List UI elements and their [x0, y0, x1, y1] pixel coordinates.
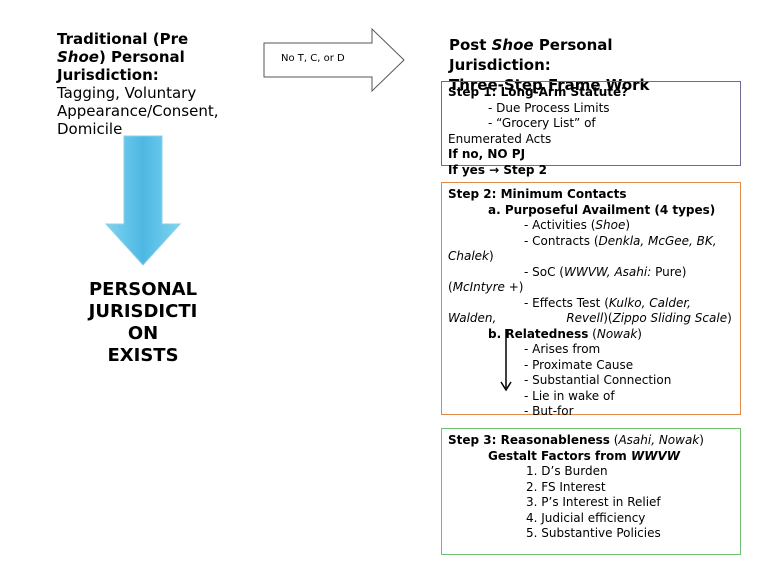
- relatedness-label: b. Relatedness: [488, 326, 589, 341]
- gestalt-factor-2: 2. FS Interest: [526, 479, 606, 494]
- step3-box: Step 3: Reasonableness (Asahi, Nowak) Ge…: [441, 428, 741, 555]
- gestalt-factor-4: 4. Judicial efficiency: [526, 510, 646, 525]
- step3-cases: Asahi, Nowak: [618, 433, 700, 447]
- gestalt-label: Gestalt Factors from: [488, 448, 631, 463]
- pj-exists-line-2: JURISDICTI: [88, 301, 198, 322]
- gestalt-case: WWVW: [630, 448, 680, 463]
- traditional-pj-block: Traditional (Pre Shoe) Personal Jurisdic…: [57, 30, 257, 138]
- step1-item-2: - “Grocery List” of: [488, 116, 596, 130]
- down-arrow-icon: [104, 135, 182, 266]
- relatedness-item-3: - Substantial Connection: [524, 373, 672, 387]
- arrow-label: No T, C, or D: [281, 53, 345, 64]
- soc-label: - SoC (: [524, 264, 564, 279]
- traditional-bases: Tagging, Voluntary Appearance/Consent, D…: [57, 84, 257, 138]
- traditional-bases-line-3: Domicile: [57, 120, 123, 138]
- post-shoe-title-shoe: Shoe: [491, 36, 534, 54]
- post-shoe-title-line-2: Jurisdiction:: [449, 56, 551, 74]
- contracts-case-cont: Chalek: [448, 249, 490, 263]
- effects-case-revell: Revell: [566, 311, 604, 325]
- step2-effects: - Effects Test (Kulko, Calder,: [448, 296, 734, 312]
- relatedness-item-1: - Arises from: [524, 342, 601, 356]
- step2-heading: Step 2: Minimum Contacts: [448, 187, 627, 201]
- traditional-bases-line-1: Tagging, Voluntary: [57, 84, 197, 102]
- step1-if-no: If no, NO PJ: [448, 147, 526, 161]
- post-shoe-title: Post Shoe Personal Jurisdiction: Three-S…: [449, 35, 709, 95]
- relatedness-item-5: - But-for: [524, 404, 574, 418]
- step1-if-yes: If yes → Step 2: [448, 162, 548, 177]
- step1-item-1: - Due Process Limits: [488, 100, 610, 115]
- step1-box: Step 1: Long-Arm Statute? - Due Process …: [441, 81, 741, 177]
- post-shoe-title-line-3: Three-Step Frame Work: [449, 76, 650, 94]
- step2-contracts-cont: Chalek): [448, 249, 494, 263]
- soc-rest: Pure): [651, 264, 687, 279]
- step2-effects-cont: Walden,Revell)(Zippo Sliding Scale): [448, 311, 732, 325]
- pj-exists-line-1: PERSONAL: [88, 279, 198, 300]
- relatedness-item-2: - Proximate Cause: [524, 357, 634, 372]
- left-title-line-2: Shoe) Personal: [57, 48, 257, 66]
- effects-zippo: Zippo Sliding Scale: [612, 311, 728, 325]
- left-title-line-2-rest: ) Personal: [98, 48, 185, 66]
- post-shoe-title-post: Personal: [533, 36, 613, 54]
- step3-heading: Step 3: Reasonableness (Asahi, Nowak): [448, 433, 704, 447]
- pj-exists-result: PERSONAL JURISDICTI ON EXISTS: [78, 279, 208, 367]
- step2-purposeful-availment: a. Purposeful Availment (4 types): [488, 202, 716, 217]
- step2-box: Step 2: Minimum Contacts a. Purposeful A…: [441, 182, 741, 418]
- gestalt-factor-3: 3. P’s Interest in Relief: [526, 495, 661, 509]
- contracts-cases: Denkla, McGee, BK,: [598, 233, 717, 248]
- left-title-line-1: Traditional (Pre: [57, 30, 189, 48]
- post-shoe-title-pre: Post: [449, 36, 492, 54]
- gestalt-factor-1: 1. D’s Burden: [526, 464, 608, 478]
- pj-exists-line-3: ON: [127, 323, 159, 344]
- soc-case-cont: McIntyre +: [452, 280, 519, 294]
- left-title-shoe: Shoe: [57, 48, 99, 66]
- step2-soc: - SoC (WWVW, Asahi: Pure): [448, 265, 734, 281]
- relatedness-case: Nowak: [596, 326, 638, 341]
- right-arrow-icon: [263, 27, 405, 93]
- step2-soc-cont: (McIntyre +): [448, 280, 524, 294]
- step3-heading-label: Step 3: Reasonableness: [448, 433, 610, 447]
- relatedness-arrow-icon: [500, 329, 512, 392]
- left-title-line-3: Jurisdiction:: [57, 66, 159, 84]
- gestalt-factor-5: 5. Substantive Policies: [526, 526, 661, 540]
- relatedness-item-4: - Lie in wake of: [524, 388, 615, 403]
- pj-exists-line-4: EXISTS: [107, 345, 179, 366]
- step2-contracts: - Contracts (Denkla, McGee, BK,: [448, 234, 734, 250]
- step3-gestalt: Gestalt Factors from WWVW: [448, 449, 734, 465]
- step1-item-2-cont: Enumerated Acts: [448, 131, 552, 146]
- step2-activities: - Activities (Shoe): [524, 218, 631, 232]
- activities-label: - Activities (: [524, 218, 596, 232]
- effects-label: - Effects Test (: [524, 295, 609, 310]
- traditional-bases-line-2: Appearance/Consent,: [57, 102, 219, 120]
- step1-heading: Step 1: Long-Arm Statute?: [448, 85, 629, 99]
- step2-relatedness: b. Relatedness (Nowak): [488, 326, 642, 341]
- contracts-label: - Contracts (: [524, 233, 599, 248]
- effects-cases: Kulko, Calder,: [608, 295, 691, 310]
- soc-cases: WWVW, Asahi:: [563, 264, 652, 279]
- activities-case: Shoe: [595, 218, 626, 232]
- post-shoe-title-line-1: Post Shoe Personal: [449, 35, 709, 55]
- effects-case-walden: Walden,: [448, 311, 497, 325]
